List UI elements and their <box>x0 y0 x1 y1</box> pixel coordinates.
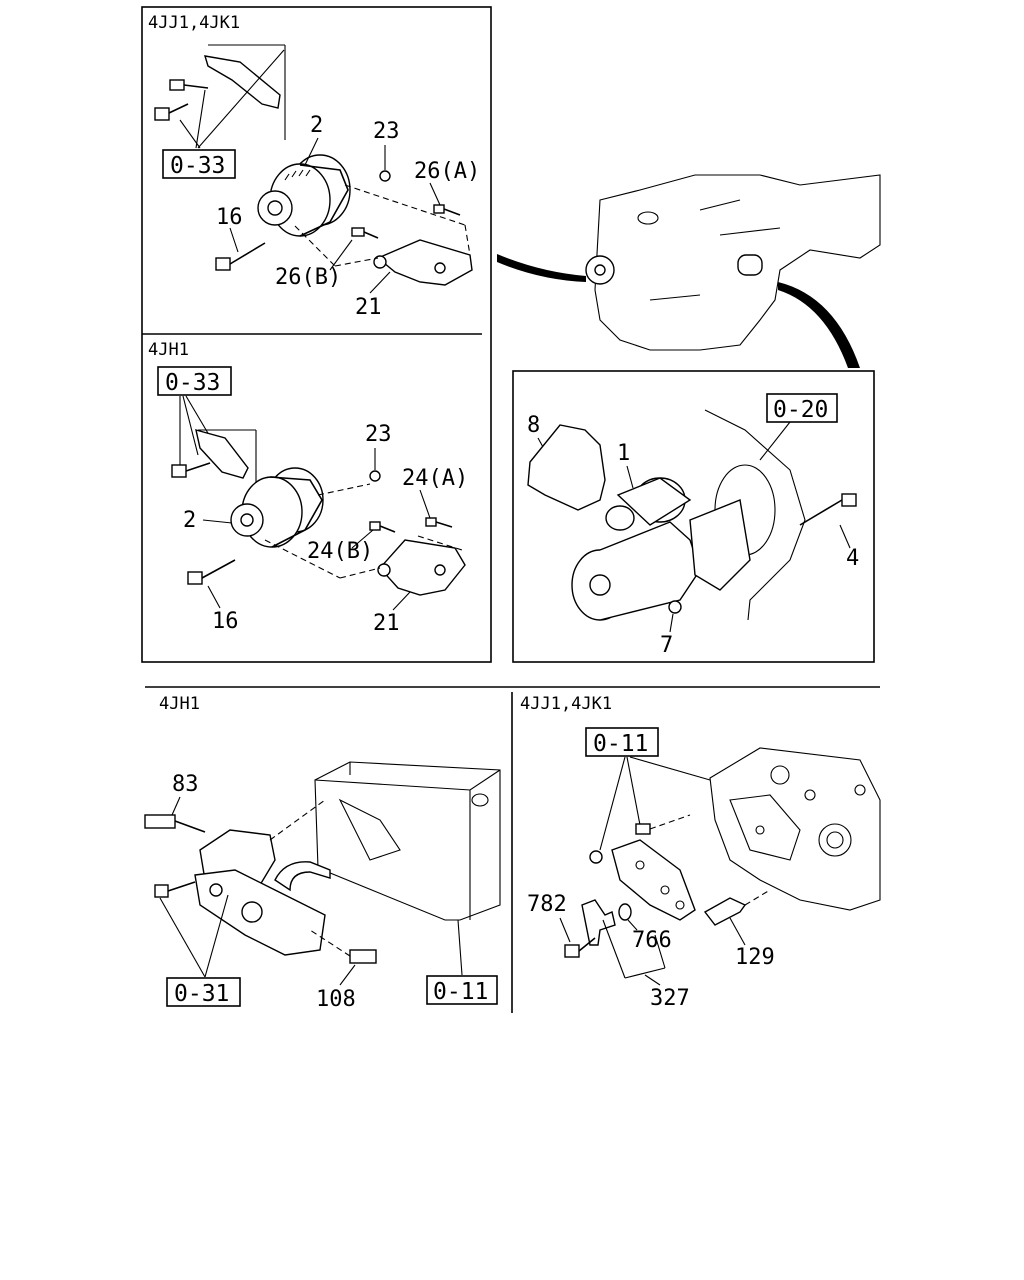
bolt-icon <box>369 517 453 533</box>
callout-2-mid: 2 <box>183 508 196 533</box>
bracket-plate <box>195 429 249 479</box>
nut-icon <box>589 850 603 864</box>
thermostat-housing-icon <box>194 829 331 956</box>
callout-782: 782 <box>527 892 567 917</box>
ref-box-label: 0-11 <box>433 979 488 1005</box>
mount-bracket <box>379 539 466 596</box>
bolt-icon <box>635 814 691 835</box>
bolt-icon <box>187 559 236 585</box>
ref-box-label: 0-33 <box>165 370 220 396</box>
engine-block-icon <box>709 747 881 911</box>
bolt-icon <box>171 462 211 478</box>
ref-box-label: 0-11 <box>593 731 648 757</box>
callout-16: 16 <box>216 205 243 230</box>
ref-box-0-33-mid: 0-33 <box>157 366 232 396</box>
panel-header-4jh1-mid: 4JH1 <box>148 340 189 360</box>
o-ring-icon <box>618 903 632 921</box>
callout-21-mid: 21 <box>373 611 400 636</box>
bolt-icon <box>351 204 461 239</box>
callout-2: 2 <box>310 113 323 138</box>
bracket-plate <box>204 55 281 109</box>
ref-box-0-11-left: 0-11 <box>426 975 498 1005</box>
callout-21: 21 <box>355 295 382 320</box>
callout-24a: 24(A) <box>402 466 468 491</box>
callout-83: 83 <box>172 772 199 797</box>
starter-motor-icon <box>571 477 751 621</box>
nut-icon <box>668 600 682 614</box>
heat-shield-icon <box>527 424 606 511</box>
ref-box-label: 0-31 <box>174 981 229 1007</box>
callout-129: 129 <box>735 945 775 970</box>
callout-7: 7 <box>660 633 673 658</box>
callout-23: 23 <box>373 119 400 144</box>
bolt-icon <box>799 493 857 526</box>
callout-16-mid: 16 <box>212 609 239 634</box>
panel-header-4jj1-bottom: 4JJ1,4JK1 <box>520 694 612 714</box>
callout-24b: 24(B) <box>307 539 373 564</box>
generator-icon <box>257 154 351 237</box>
bolt-icon <box>154 881 196 898</box>
mount-bracket <box>376 239 473 286</box>
callout-327: 327 <box>650 986 690 1011</box>
callout-23-mid: 23 <box>365 422 392 447</box>
callout-4: 4 <box>846 546 859 571</box>
ref-box-0-11-right: 0-11 <box>585 727 659 757</box>
ref-box-0-31: 0-31 <box>166 977 241 1007</box>
pointer-arrow-right <box>778 282 860 368</box>
generator-icon <box>230 467 324 548</box>
ref-box-0-33-top: 0-33 <box>162 149 236 179</box>
sensor-icon <box>309 929 377 964</box>
callout-1: 1 <box>617 441 630 466</box>
ref-box-label: 0-33 <box>170 153 225 179</box>
callout-8: 8 <box>527 413 540 438</box>
pointer-arrow-left <box>497 254 586 282</box>
panel-frame-starter <box>512 370 875 663</box>
bolt-icon <box>564 937 596 958</box>
callout-26a: 26(A) <box>414 159 480 184</box>
nut-icon <box>369 470 381 482</box>
ref-box-0-20: 0-20 <box>766 393 838 423</box>
ref-box-label: 0-20 <box>773 397 828 423</box>
bolt-icon <box>154 79 209 121</box>
sensor-icon <box>144 814 206 833</box>
cover-plate-icon <box>611 839 696 921</box>
panel-header-4jj1-top: 4JJ1,4JK1 <box>148 13 240 33</box>
panel-header-4jh1-bottom: 4JH1 <box>159 694 200 714</box>
flywheel-housing <box>704 409 806 621</box>
crank-sensor-icon <box>581 899 616 946</box>
engine-overview-icon <box>585 174 881 351</box>
nut-icon <box>379 170 391 182</box>
cylinder-head-icon <box>314 761 501 921</box>
bolt-icon <box>215 242 266 271</box>
temp-sensor-icon <box>703 889 771 926</box>
callout-766: 766 <box>632 928 672 953</box>
callout-108: 108 <box>316 987 356 1012</box>
